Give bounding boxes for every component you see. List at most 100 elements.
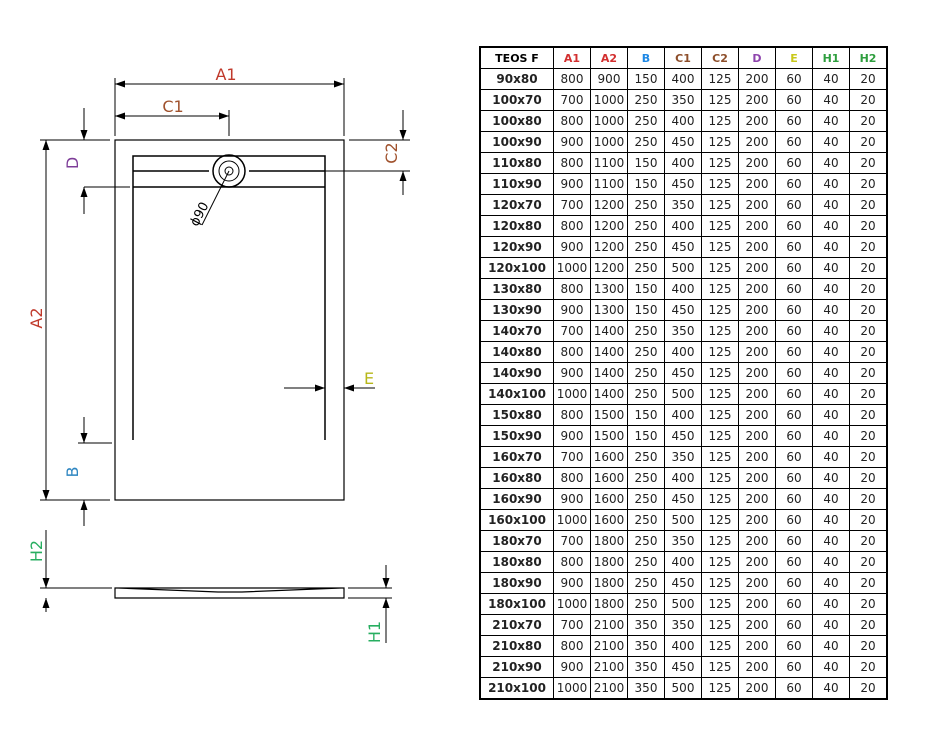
cell-model: 210x70 xyxy=(479,614,554,636)
cell-value: 40 xyxy=(812,362,850,384)
cell-model: 160x70 xyxy=(479,446,554,468)
cell-value: 200 xyxy=(738,341,776,363)
label-b: B xyxy=(63,467,82,478)
cell-value: 20 xyxy=(849,257,888,279)
cell-value: 60 xyxy=(775,530,813,552)
cell-value: 60 xyxy=(775,656,813,678)
cell-value: 500 xyxy=(664,677,702,700)
cell-value: 450 xyxy=(664,131,702,153)
cell-value: 40 xyxy=(812,194,850,216)
cell-value: 1000 xyxy=(590,89,628,111)
cell-model: 100x90 xyxy=(479,131,554,153)
cell-value: 40 xyxy=(812,320,850,342)
cell-value: 450 xyxy=(664,299,702,321)
cell-value: 250 xyxy=(627,257,665,279)
cell-value: 350 xyxy=(627,677,665,700)
cell-value: 125 xyxy=(701,614,739,636)
cell-value: 700 xyxy=(553,89,591,111)
cell-value: 350 xyxy=(627,656,665,678)
cell-value: 450 xyxy=(664,173,702,195)
tray-profile xyxy=(114,587,345,599)
cell-value: 60 xyxy=(775,404,813,426)
cell-value: 125 xyxy=(701,194,739,216)
cell-value: 400 xyxy=(664,341,702,363)
cell-value: 125 xyxy=(701,362,739,384)
cell-value: 2100 xyxy=(590,656,628,678)
label-h1: H1 xyxy=(365,621,384,643)
cell-value: 200 xyxy=(738,425,776,447)
cell-model: 130x80 xyxy=(479,278,554,300)
cell-value: 60 xyxy=(775,110,813,132)
cell-value: 200 xyxy=(738,278,776,300)
cell-value: 20 xyxy=(849,68,888,90)
cell-value: 125 xyxy=(701,152,739,174)
cell-model: 150x90 xyxy=(479,425,554,447)
label-c1: C1 xyxy=(162,97,183,116)
cell-value: 20 xyxy=(849,362,888,384)
cell-value: 400 xyxy=(664,278,702,300)
cell-value: 200 xyxy=(738,299,776,321)
cell-model: 120x80 xyxy=(479,215,554,237)
cell-value: 60 xyxy=(775,362,813,384)
cell-value: 60 xyxy=(775,173,813,195)
cell-value: 60 xyxy=(775,236,813,258)
cell-model: 210x80 xyxy=(479,635,554,657)
cell-value: 150 xyxy=(627,299,665,321)
cell-value: 1600 xyxy=(590,467,628,489)
cell-value: 200 xyxy=(738,551,776,573)
cell-value: 200 xyxy=(738,614,776,636)
cell-value: 350 xyxy=(627,614,665,636)
cell-value: 60 xyxy=(775,299,813,321)
cell-value: 200 xyxy=(738,89,776,111)
cell-value: 150 xyxy=(627,173,665,195)
cell-value: 20 xyxy=(849,194,888,216)
cell-value: 20 xyxy=(849,446,888,468)
cell-model: 180x90 xyxy=(479,572,554,594)
cell-value: 60 xyxy=(775,488,813,510)
cell-model: 180x80 xyxy=(479,551,554,573)
cell-value: 60 xyxy=(775,194,813,216)
cell-value: 60 xyxy=(775,467,813,489)
cell-value: 60 xyxy=(775,257,813,279)
cell-value: 20 xyxy=(849,299,888,321)
cell-value: 200 xyxy=(738,320,776,342)
cell-value: 900 xyxy=(553,656,591,678)
cell-value: 1000 xyxy=(553,593,591,615)
cell-value: 350 xyxy=(664,614,702,636)
cell-value: 250 xyxy=(627,530,665,552)
label-d: D xyxy=(63,157,82,169)
cell-model: 110x90 xyxy=(479,173,554,195)
cell-model: 140x100 xyxy=(479,383,554,405)
header-c1: C1 xyxy=(664,46,702,69)
cell-value: 40 xyxy=(812,467,850,489)
cell-value: 40 xyxy=(812,110,850,132)
label-a2: A2 xyxy=(27,307,46,328)
cell-value: 800 xyxy=(553,110,591,132)
cell-value: 250 xyxy=(627,320,665,342)
cell-value: 350 xyxy=(664,320,702,342)
label-drain-diameter: ɸ90 xyxy=(187,200,212,229)
cell-value: 60 xyxy=(775,572,813,594)
cell-value: 125 xyxy=(701,383,739,405)
cell-value: 20 xyxy=(849,656,888,678)
cell-value: 125 xyxy=(701,173,739,195)
cell-value: 40 xyxy=(812,173,850,195)
cell-value: 60 xyxy=(775,320,813,342)
cell-value: 200 xyxy=(738,152,776,174)
cell-value: 125 xyxy=(701,656,739,678)
